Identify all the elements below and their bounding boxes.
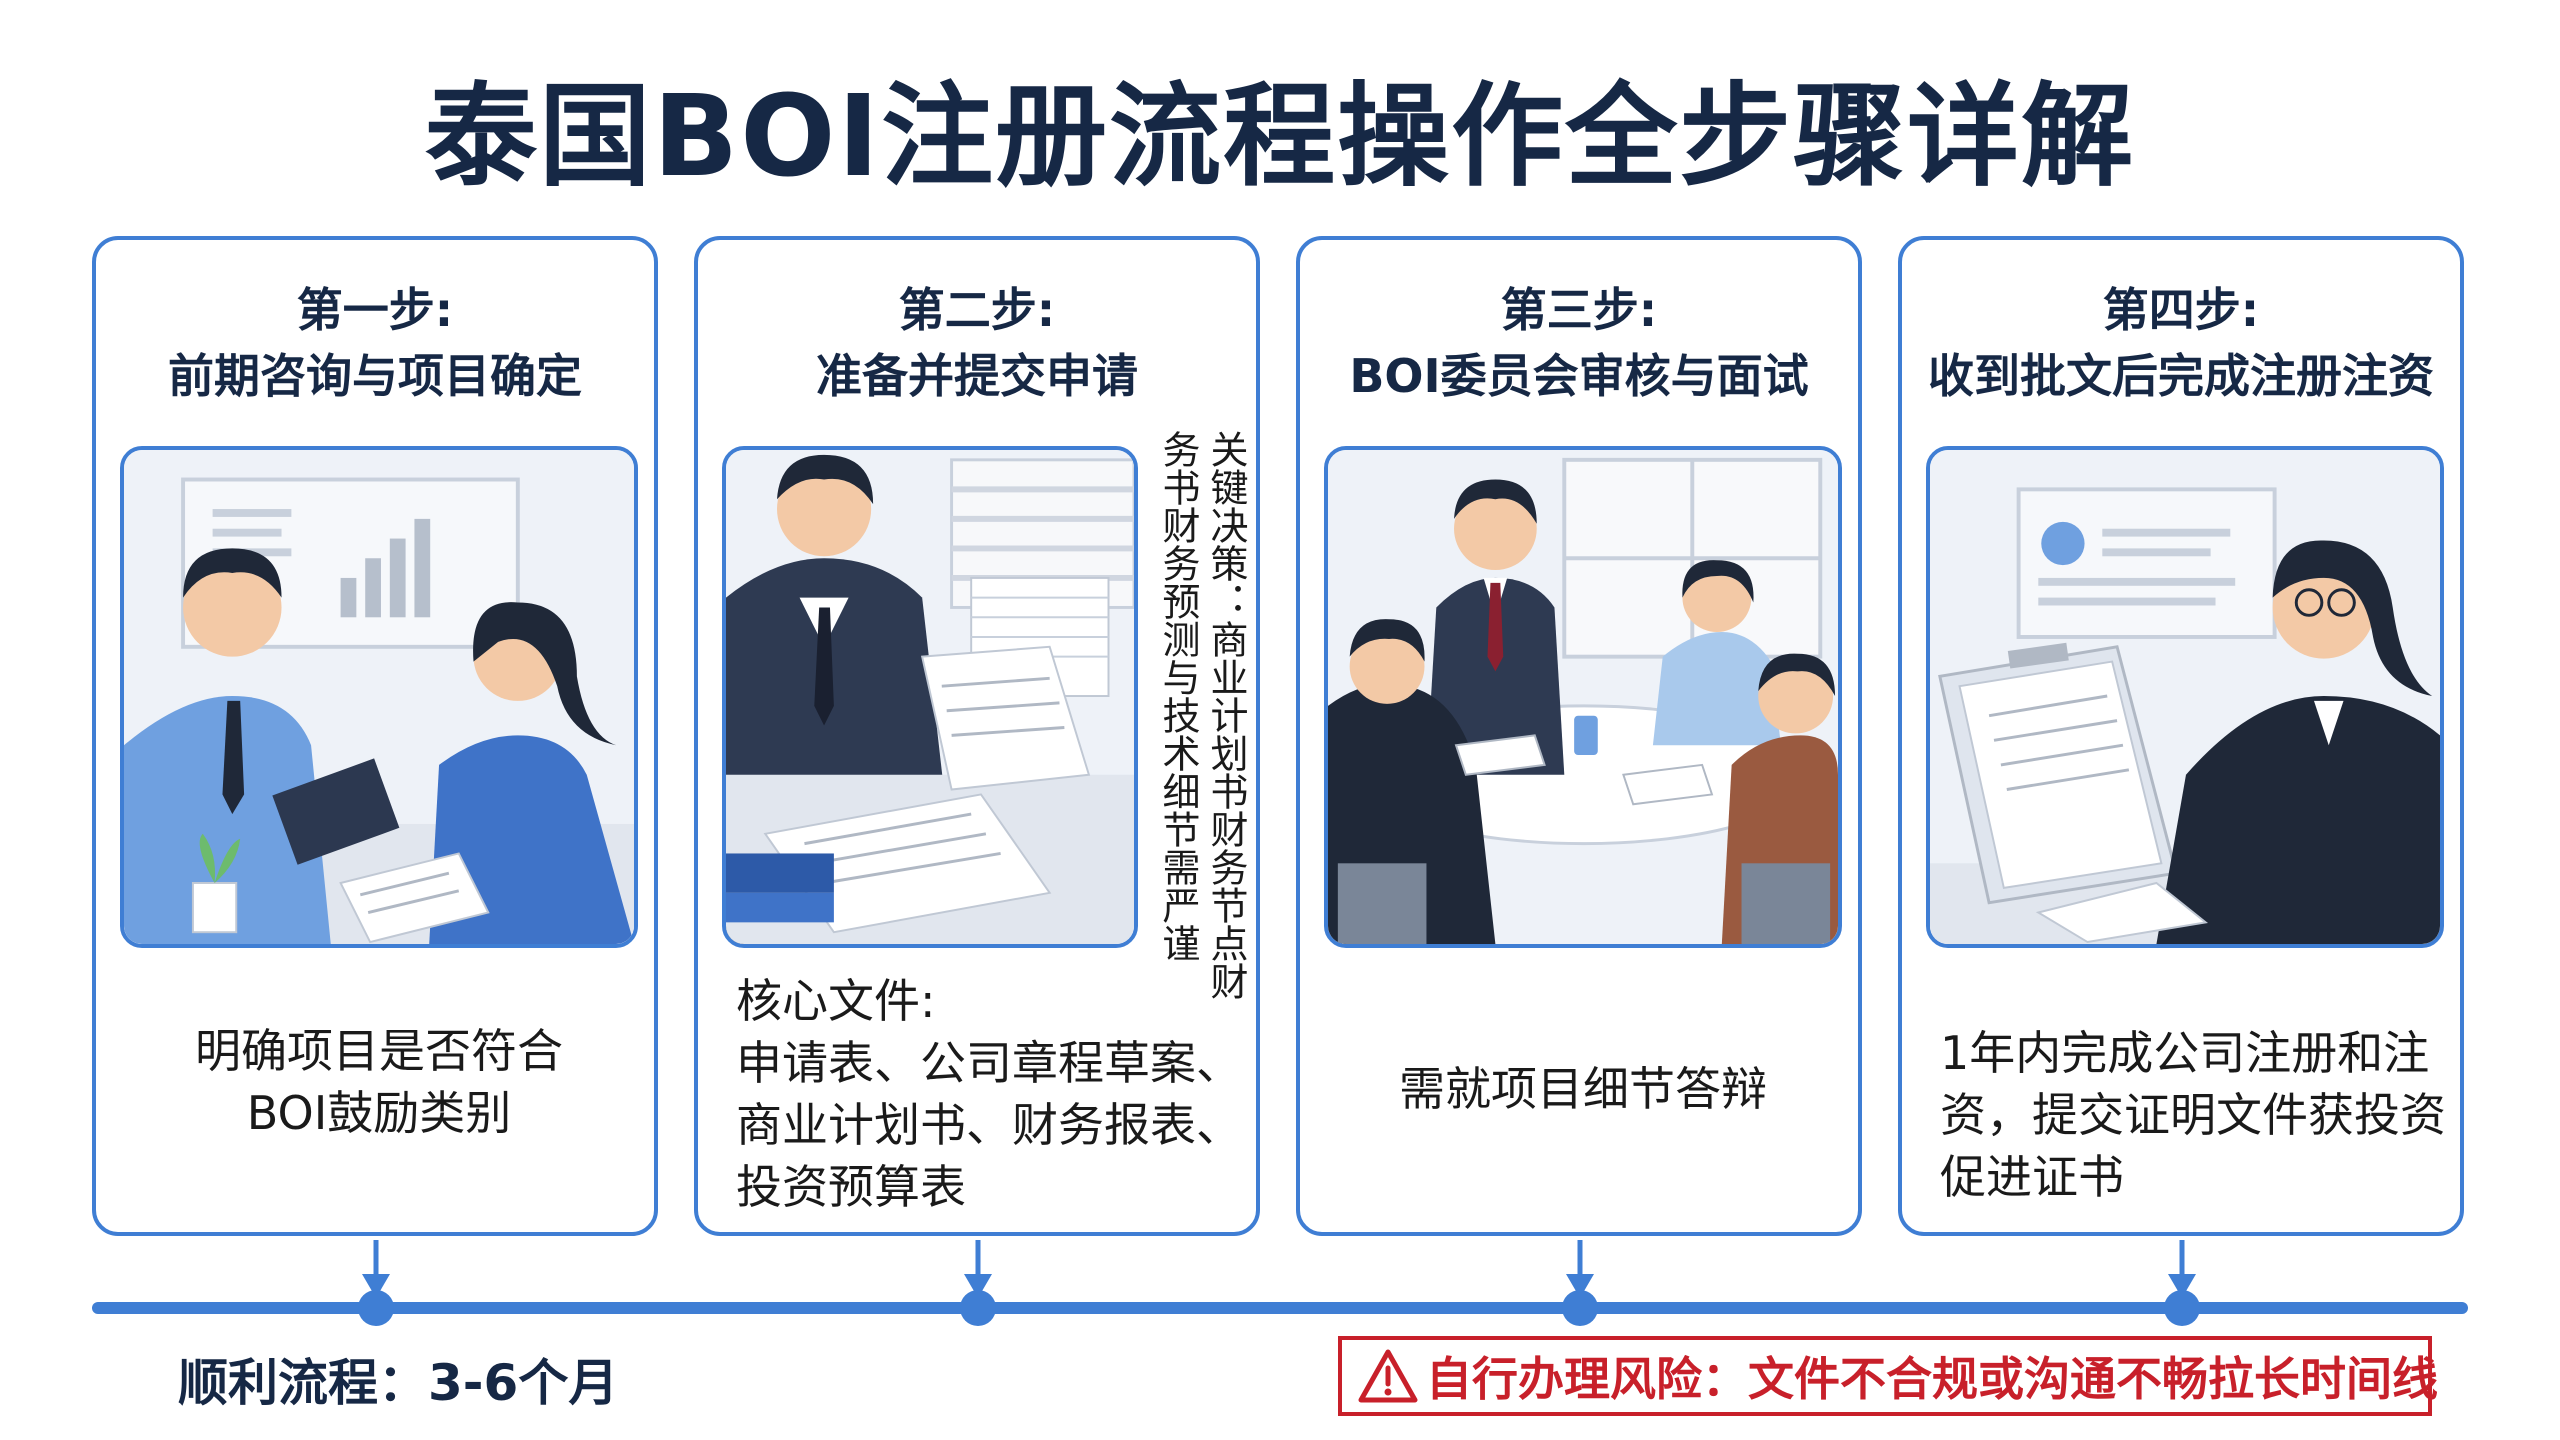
step-name: BOI委员会审核与面试 (1349, 349, 1809, 403)
step-number: 第三步: (1500, 283, 1658, 337)
desc-line: 核心文件: (736, 974, 936, 1028)
step-card-2: 第二步: 准备并提交申请 (694, 236, 1260, 1236)
arrow-down-icon (964, 1240, 992, 1298)
desc-line: 需就项目细节答辩 (1399, 1062, 1767, 1116)
document-preparation-illustration (722, 446, 1138, 948)
desc-line: 投资预算表 (736, 1160, 966, 1214)
committee-interview-illustration (1324, 446, 1842, 948)
desc-line: 商业计划书、财务报表、 (736, 1098, 1242, 1152)
consultation-illustration (120, 446, 638, 948)
duration-label: 顺利流程：3-6个月 (178, 1354, 619, 1412)
desc-line: BOI鼓励类别 (246, 1086, 512, 1140)
step-description: 需就项目细节答辩 (1320, 1058, 1846, 1120)
timeline (92, 1302, 2468, 1314)
desc-line: 申请表、公司章程草案、 (736, 1036, 1242, 1090)
desc-line: 明确项目是否符合 (195, 1024, 563, 1078)
desc-line: 促进证书 (1940, 1150, 2124, 1204)
risk-warning: 自行办理风险：文件不合规或沟通不畅拉长时间线 (1338, 1336, 2438, 1416)
step-description: 核心文件: 申请表、公司章程草案、 商业计划书、财务报表、 投资预算表 (736, 970, 1256, 1218)
warning-triangle-icon (1358, 1349, 1418, 1403)
step-name: 准备并提交申请 (816, 349, 1138, 403)
arrow-down-icon (2168, 1240, 2196, 1298)
circle-node-icon (358, 1290, 394, 1326)
step-name: 前期咨询与项目确定 (168, 349, 582, 403)
step-number: 第四步: (2102, 283, 2260, 337)
risk-text: 自行办理风险：文件不合规或沟通不畅拉长时间线 (1426, 1352, 2438, 1406)
circle-node-icon (960, 1290, 996, 1326)
step-number: 第二步: (898, 283, 1056, 337)
step-card-4: 第四步: 收到批文后完成注册注资 1年内完 (1898, 236, 2464, 1236)
step-description: 1年内完成公司注册和注 资，提交证明文件获投资 促进证书 (1940, 1022, 2466, 1208)
desc-line: 1年内完成公司注册和注 (1940, 1026, 2430, 1080)
step-card-1: 第一步: 前期咨询与项目确定 (92, 236, 658, 1236)
key-decision-note: 关键决策：商业计划书财务节点财务书财务预测与技术细节需严谨 (1156, 430, 1248, 1000)
step-description: 明确项目是否符合 BOI鼓励类别 (116, 1020, 642, 1144)
registration-illustration (1926, 446, 2444, 948)
arrow-down-icon (362, 1240, 390, 1298)
arrow-down-icon (1566, 1240, 1594, 1298)
desc-line: 资，提交证明文件获投资 (1940, 1088, 2446, 1142)
step-number: 第一步: (296, 283, 454, 337)
step-name: 收到批文后完成注册注资 (1928, 349, 2434, 403)
circle-node-icon (1562, 1290, 1598, 1326)
circle-node-icon (2164, 1290, 2200, 1326)
step-card-3: 第三步: BOI委员会审核与面试 (1296, 236, 1862, 1236)
page-title: 泰国BOI注册流程操作全步骤详解 (424, 72, 2136, 202)
